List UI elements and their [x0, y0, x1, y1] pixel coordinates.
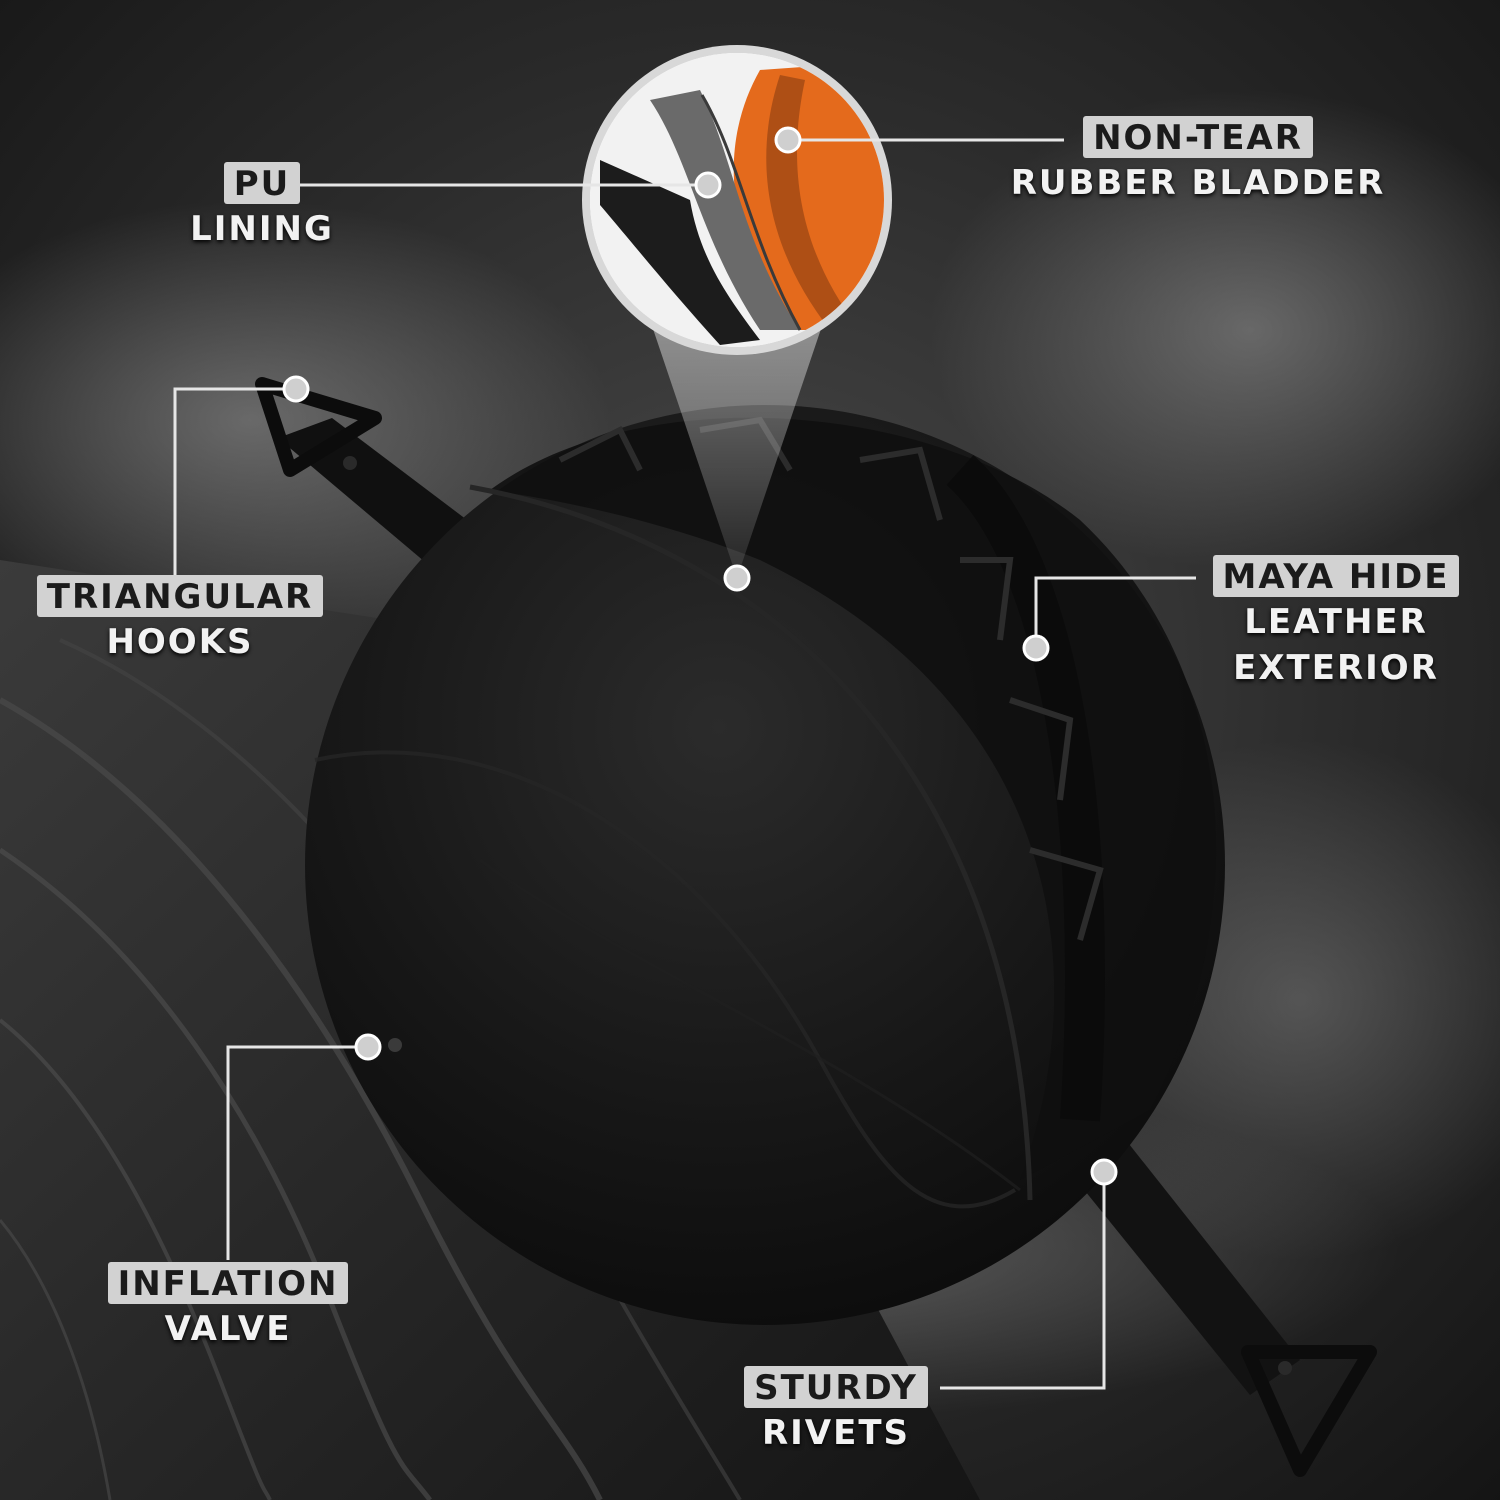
callout-text: LEATHER: [1244, 602, 1428, 642]
callout-triangular-hooks: TRIANGULAR HOOKS: [12, 575, 348, 665]
callout-tag: MAYA HIDE: [1212, 555, 1460, 597]
callout-tag: TRIANGULAR: [36, 575, 324, 617]
callout-text: RIVETS: [761, 1413, 911, 1453]
callout-leaders: [173, 138, 1196, 1390]
callout-tag: STURDY: [744, 1366, 928, 1408]
material-zoom-lens: [582, 45, 892, 355]
callout-tag: NON-TEAR: [1083, 116, 1313, 158]
callout-text: HOOKS: [106, 622, 254, 662]
callout-text: VALVE: [164, 1309, 292, 1349]
triangular-hook-bottom: [1241, 1345, 1377, 1477]
callout-text: EXTERIOR: [1233, 648, 1439, 688]
callout-pu-lining: PU LINING: [160, 162, 364, 252]
callout-markers: [282, 126, 1118, 1186]
triangular-hook-top: [255, 377, 382, 477]
double-end-ball: [305, 405, 1225, 1325]
callout-text: LINING: [190, 209, 334, 249]
callout-sturdy-rivets: STURDY RIVETS: [716, 1366, 956, 1456]
callout-maya-hide-leather-exterior: MAYA HIDE LEATHER EXTERIOR: [1186, 555, 1486, 691]
callout-inflation-valve: INFLATION VALVE: [80, 1262, 376, 1352]
callout-tag: INFLATION: [107, 1262, 349, 1304]
callout-non-tear-rubber-bladder: NON-TEAR RUBBER BLADDER: [966, 116, 1430, 206]
callout-tag: PU: [223, 162, 301, 204]
zoom-beam: [650, 320, 824, 578]
callout-text: RUBBER BLADDER: [1010, 163, 1386, 203]
